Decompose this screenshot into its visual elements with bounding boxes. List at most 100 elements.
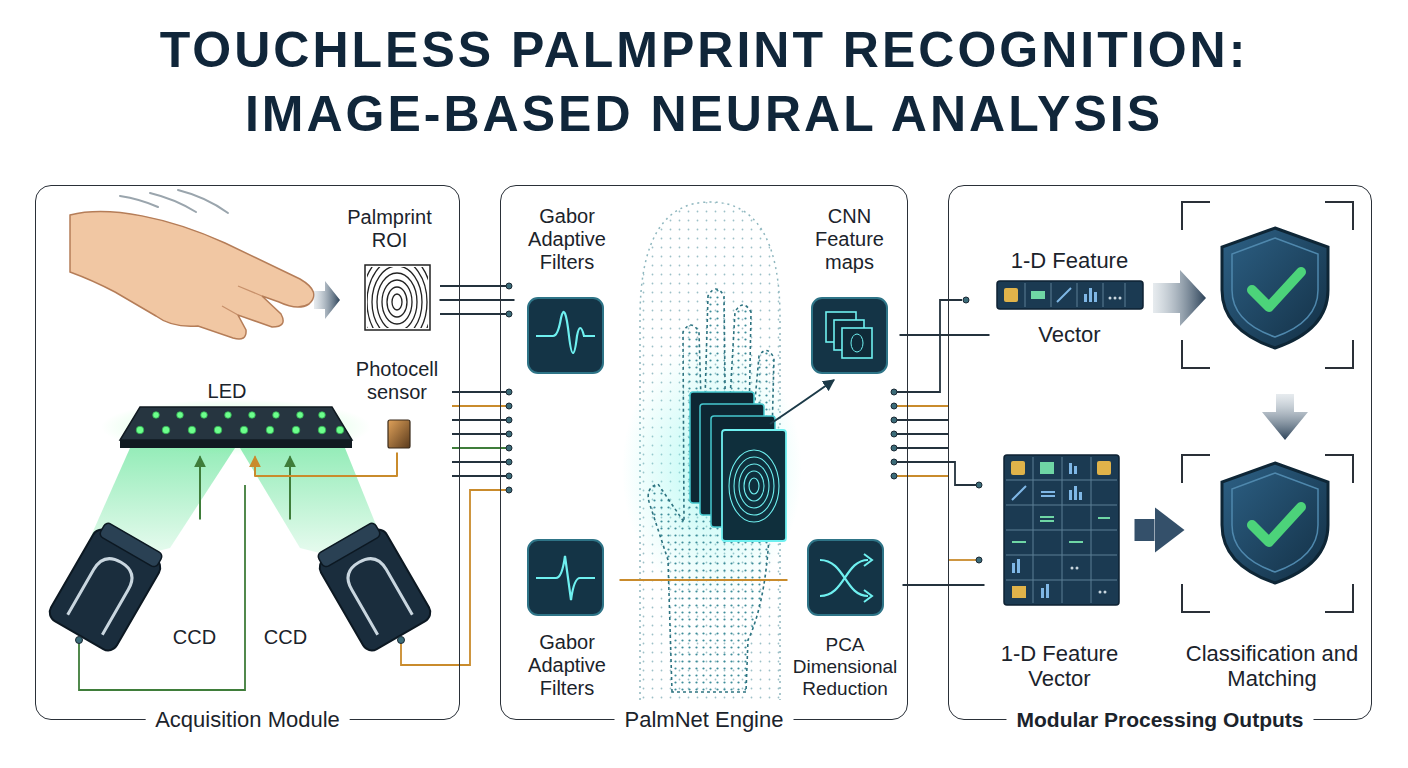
pca-icon [808, 540, 883, 615]
feature-map-stack [734, 457, 774, 515]
wire-terminal [506, 403, 512, 409]
signal-wire [401, 490, 506, 665]
focus-bracket [1182, 202, 1353, 612]
cnn-icon [812, 298, 887, 373]
gabor-filter-icon [536, 556, 595, 600]
gabor-filter-icon [536, 312, 595, 353]
wire-terminal [891, 389, 897, 395]
connector [440, 299, 515, 301]
feature-matrix [1017, 559, 1020, 573]
focus-bracket [1182, 455, 1353, 612]
node-label: Photocell sensor [350, 358, 445, 404]
led-panel [153, 412, 160, 419]
diagram-title: TOUCHLESS PALMPRINT RECOGNITION: IMAGE-B… [54, 18, 1354, 146]
ccd-camera [98, 522, 163, 569]
led-panel [214, 426, 222, 434]
ccd-camera [342, 552, 413, 634]
wire-terminal [506, 389, 512, 395]
feature-matrix [1076, 567, 1079, 570]
feature-matrix [1097, 461, 1111, 475]
signal-wire [897, 462, 976, 485]
cnn-icon [812, 298, 887, 373]
motion-lines [120, 190, 228, 213]
ccd-camera [316, 522, 381, 569]
feature-matrix [1104, 591, 1107, 594]
result-box: Classification and Matching [1185, 452, 1360, 692]
cnn-icon [851, 334, 863, 352]
gabor-filter-icon [528, 540, 603, 615]
wire-terminal [963, 297, 969, 303]
wire-terminal [506, 487, 512, 493]
ccd-camera [312, 519, 434, 654]
feature-matrix [1069, 490, 1072, 500]
led-panel [336, 426, 344, 434]
wire-terminal [891, 459, 897, 465]
feature-vector-bar [1084, 294, 1087, 302]
feature-vector-bar [1057, 288, 1071, 302]
palmprint-roi-image [387, 287, 407, 317]
feature-matrix [1071, 567, 1074, 570]
led-panel [136, 426, 144, 434]
led-panel [240, 426, 248, 434]
connector [255, 453, 397, 477]
connector [900, 334, 990, 336]
signal-wire [452, 461, 506, 463]
feature-map-stack [744, 471, 764, 501]
palmprint-roi-image [367, 267, 428, 328]
wire-terminal [506, 431, 512, 437]
node-label: CCD [261, 626, 311, 649]
led-panel [120, 407, 352, 440]
signal-wire [897, 447, 948, 449]
palmprint-roi-image [372, 267, 422, 328]
feature-vector-bar [997, 281, 1143, 309]
motion-lines [178, 190, 228, 213]
hand-mesh [622, 202, 802, 700]
pca-icon [820, 560, 868, 596]
palmprint-roi-image [362, 252, 432, 352]
wire-terminal [891, 403, 897, 409]
signal-wire [948, 559, 976, 561]
feature-map-stack [729, 450, 779, 522]
hand-illustration [222, 286, 262, 315]
feature-matrix [1074, 466, 1077, 474]
wire-terminal [976, 557, 982, 563]
feature-matrix [1004, 455, 1119, 605]
flow-arrow [1153, 270, 1206, 326]
led-panel [273, 412, 280, 419]
shield-check [1222, 463, 1328, 583]
feature-map-stack [739, 464, 769, 508]
signal-wire [452, 419, 506, 421]
camera-box: CCD [255, 520, 440, 690]
shield-check [1222, 228, 1328, 348]
palmprint-roi-image [377, 273, 417, 328]
feature-matrix [1012, 517, 1110, 542]
motion-lines [120, 196, 158, 207]
feature-matrix [1011, 461, 1025, 475]
photocell-symbol [388, 420, 410, 448]
feature-vector-bar [997, 281, 1143, 309]
feature-matrix [1046, 584, 1049, 598]
led-panel [319, 412, 326, 419]
feature-matrix [1040, 462, 1054, 474]
motion-lines [150, 193, 196, 212]
node-label: Gabor Adaptive Filters [515, 631, 620, 700]
connector [289, 457, 291, 520]
ccd-camera [46, 519, 168, 654]
feature-matrix [1074, 486, 1077, 500]
node-label: LED [115, 380, 340, 403]
feature-map-stack [690, 380, 834, 541]
feature-matrix [1069, 463, 1072, 474]
panel-label: PalmNet Engine [615, 707, 794, 733]
shield-check [1252, 507, 1301, 542]
node-label: CCD [170, 626, 220, 649]
led-panel [188, 426, 196, 434]
node-label: Palmprint ROI [340, 206, 440, 252]
gabor-filter-icon [528, 298, 603, 373]
panel-label: Acquisition Module [145, 707, 350, 733]
camera-box: CCD [45, 520, 220, 690]
process-box: Gabor Adaptive Filters [515, 535, 620, 700]
led-panel [318, 426, 326, 434]
signal-wire [452, 391, 506, 393]
node-label: 1-D Feature [990, 248, 1150, 273]
led-panel [120, 440, 352, 448]
